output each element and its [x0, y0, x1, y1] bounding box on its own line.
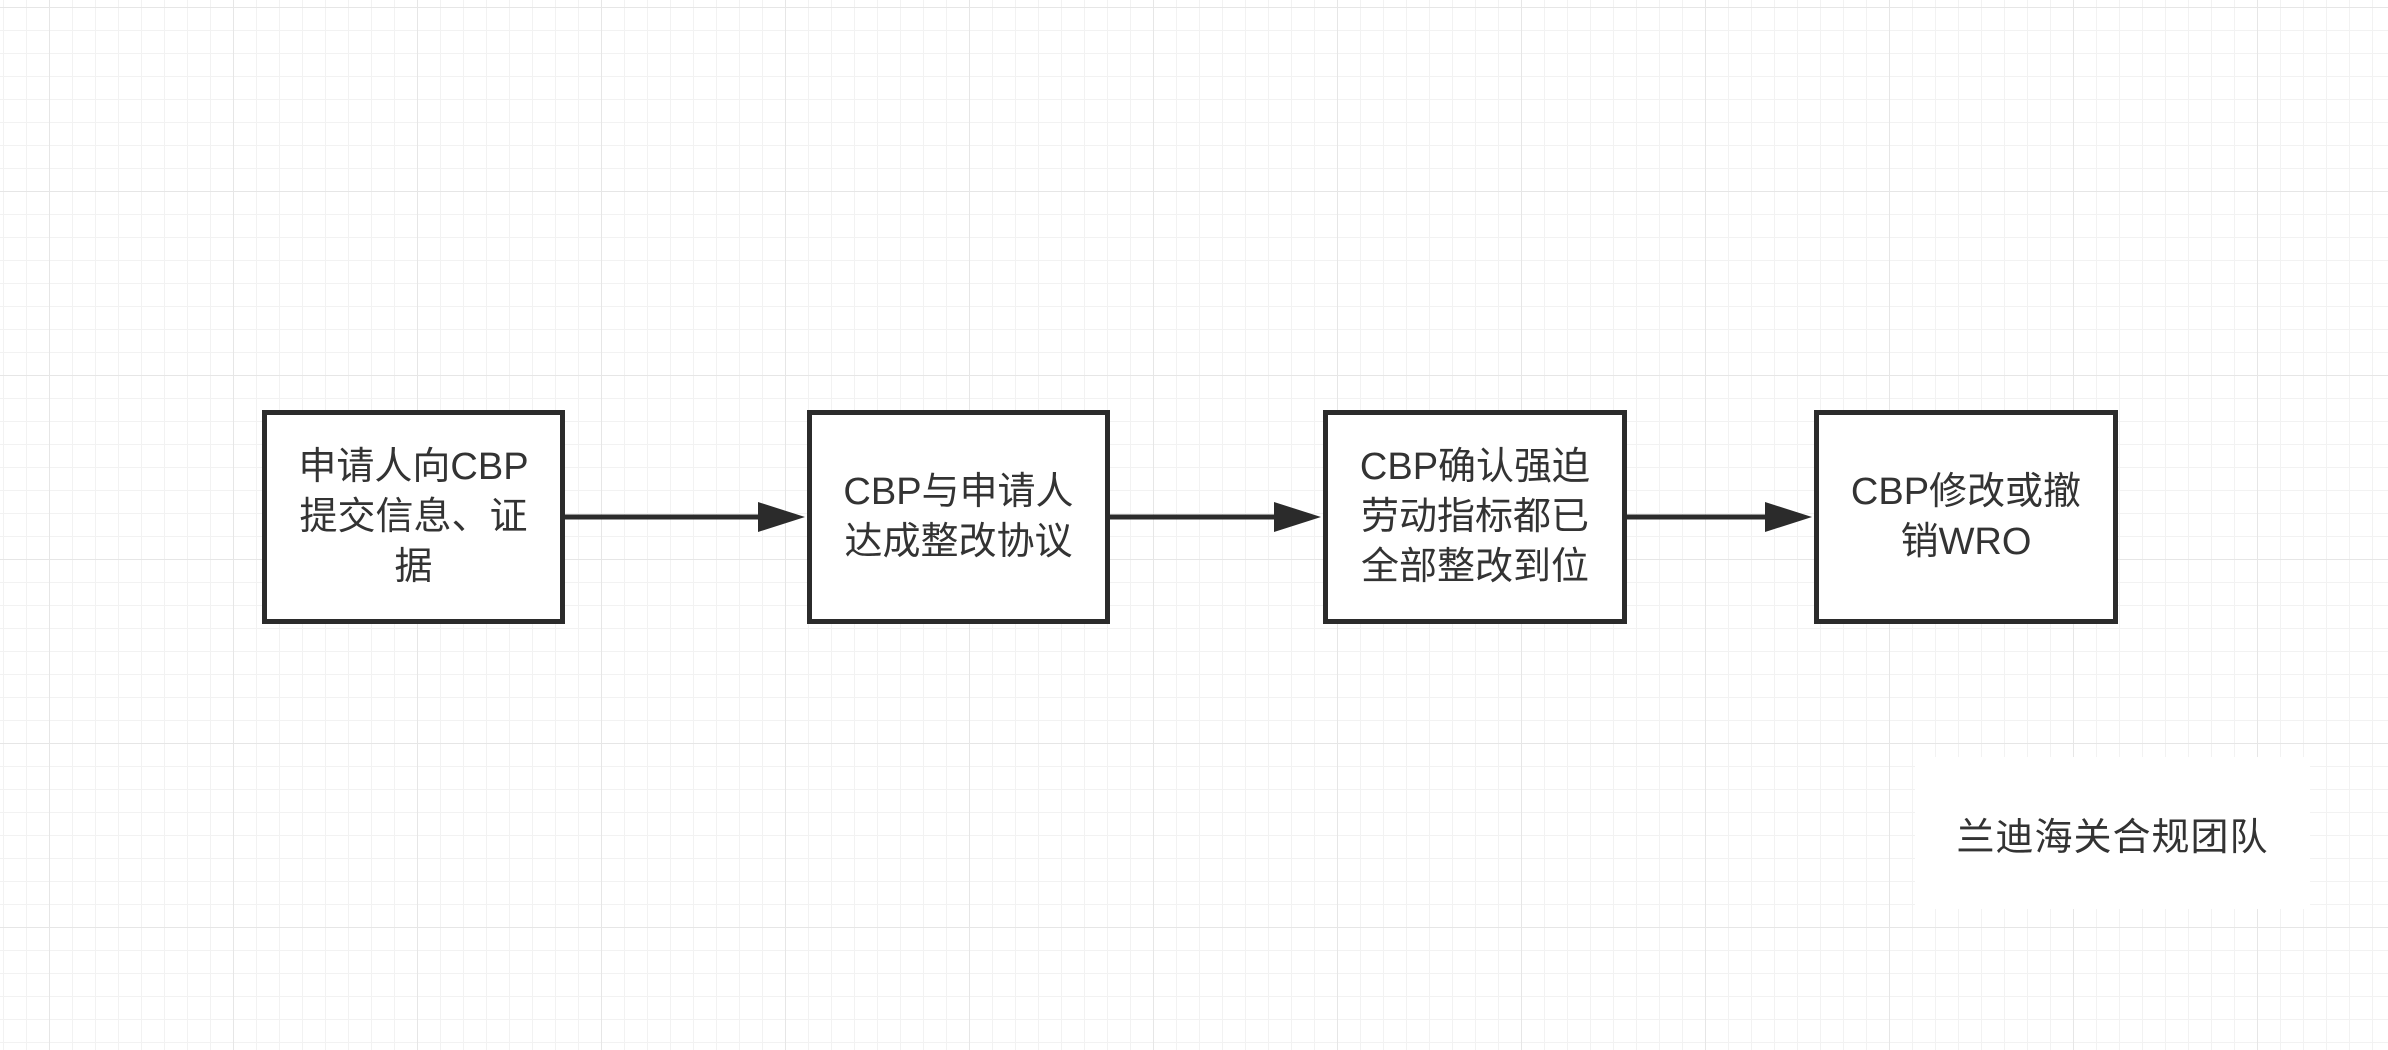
step-label: 申请人向CBP提交信息、证据	[298, 446, 529, 588]
arrow-1-to-2	[565, 502, 805, 532]
step-modify-revoke-wro: CBP修改或撤销WRO	[1814, 410, 2118, 624]
team-watermark: 兰迪海关合规团队	[1915, 757, 2310, 909]
step-label: CBP确认强迫劳动指标都已全部整改到位	[1359, 446, 1591, 588]
step-cbp-confirm-remediation: CBP确认强迫劳动指标都已全部整改到位	[1323, 410, 1627, 624]
step-label: CBP与申请人达成整改协议	[843, 471, 1074, 563]
step-remediation-agreement: CBP与申请人达成整改协议	[807, 410, 1110, 624]
arrow-2-to-3	[1110, 502, 1321, 532]
arrow-3-to-4	[1627, 502, 1812, 532]
watermark-text: 兰迪海关合规团队	[1956, 816, 2269, 859]
step-label: CBP修改或撤销WRO	[1850, 471, 2082, 563]
step-submit-evidence: 申请人向CBP提交信息、证据	[262, 410, 565, 624]
